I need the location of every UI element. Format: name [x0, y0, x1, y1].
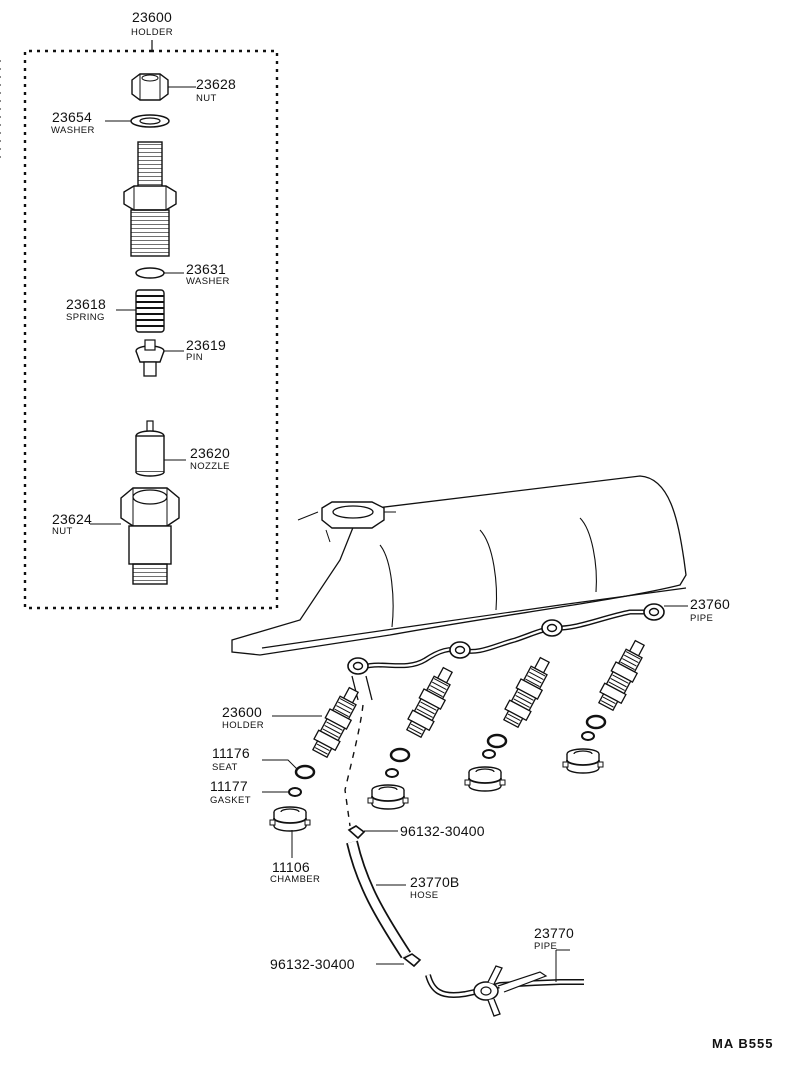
pin-23619-drawing	[135, 339, 184, 377]
washer-23631-drawing	[135, 267, 184, 279]
nut-bottom-number: 23624	[52, 511, 92, 527]
nozzle-23620-drawing	[135, 420, 186, 477]
diagram-code: MA B555	[712, 1036, 774, 1051]
nut-top-name: NUT	[196, 93, 217, 104]
clip-lower-number: 96132-30400	[270, 956, 355, 972]
pipe-return-number: 23770	[534, 925, 574, 941]
gasket-number: 11177	[210, 778, 248, 794]
washer-top-number: 23654	[52, 109, 92, 125]
washer-mid-number: 23631	[186, 261, 226, 277]
installed-injectors-drawing	[272, 636, 651, 760]
gasket-name: GASKET	[210, 795, 251, 806]
holder-top-name: HOLDER	[131, 27, 173, 38]
chamber-name: CHAMBER	[270, 874, 321, 885]
pipe-main-name: PIPE	[690, 613, 714, 624]
washer-23654-drawing	[105, 114, 170, 128]
nut-23628-drawing	[131, 73, 196, 101]
clip-upper-number: 96132-30400	[400, 823, 485, 839]
spring-23618-drawing	[116, 289, 165, 333]
chambers-drawing	[269, 748, 604, 858]
seats-gaskets-drawing	[262, 714, 607, 797]
seat-number: 11176	[212, 745, 250, 761]
washer-top-name: WASHER	[51, 125, 95, 136]
washer-mid-name: WASHER	[186, 276, 230, 287]
nozzle-name: NOZZLE	[190, 461, 230, 472]
nut-top-number: 23628	[196, 76, 236, 92]
spring-name: SPRING	[66, 312, 105, 323]
nut-bottom-name: NUT	[52, 526, 73, 537]
pipe-return-name: PIPE	[534, 941, 558, 952]
holder-body-drawing	[123, 141, 177, 257]
nut-23624-drawing	[90, 487, 180, 585]
return-line-drawing	[344, 704, 584, 1017]
pin-number: 23619	[186, 337, 226, 353]
pin-name: PIN	[186, 352, 204, 363]
cylinder-head-cover-drawing	[231, 475, 687, 656]
nozzle-number: 23620	[190, 445, 230, 461]
holder-assembly-box	[0, 40, 279, 610]
holder-top-number: 23600	[132, 9, 172, 25]
holder-low-name: HOLDER	[222, 720, 264, 731]
holder-low-number: 23600	[222, 704, 262, 720]
seat-name: SEAT	[212, 762, 238, 773]
hose-number: 23770B	[410, 874, 460, 890]
injection-pipe-drawing	[347, 603, 688, 701]
spring-number: 23618	[66, 296, 106, 312]
chamber-number: 11106	[272, 859, 310, 875]
hose-name: HOSE	[410, 890, 439, 901]
pipe-main-number: 23760	[690, 596, 730, 612]
